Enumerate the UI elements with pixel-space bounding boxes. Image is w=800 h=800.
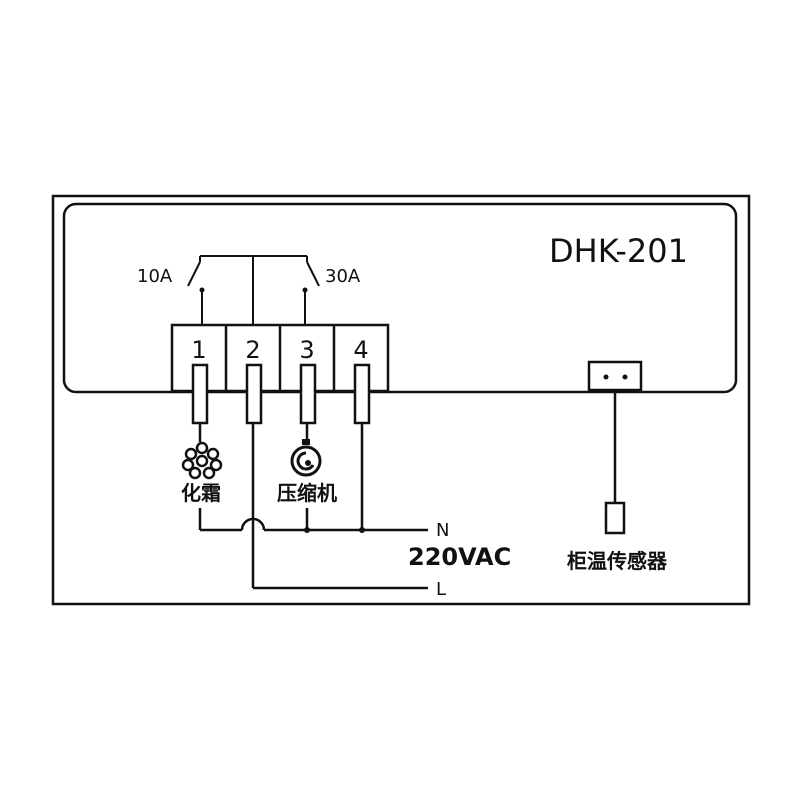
- relay-30a-label: 30A: [325, 266, 361, 287]
- terminal-4-label: 4: [353, 336, 368, 364]
- terminal-2-label: 2: [245, 336, 260, 364]
- line-wiring: [251, 423, 428, 590]
- terminal-block: [170, 323, 390, 393]
- relay-10a-label: 10A: [137, 266, 173, 287]
- neutral-label: N: [436, 520, 449, 541]
- relay-contacts: [187, 255, 320, 325]
- compressor-motor-icon: [290, 439, 322, 477]
- sensor-label: 柜温传感器: [567, 549, 668, 573]
- compressor-label: 压缩机: [277, 481, 337, 505]
- snowflake-heater-icon: [181, 441, 223, 480]
- outer-frame: [51, 194, 751, 606]
- model-label: DHK-201: [549, 232, 688, 270]
- controller-body: [62, 202, 738, 394]
- defrost-label: 化霜: [181, 481, 221, 505]
- terminal-1-label: 1: [191, 336, 206, 364]
- neutral-wiring: [198, 423, 428, 533]
- voltage-label: 220VAC: [408, 543, 511, 571]
- terminal-3-label: 3: [299, 336, 314, 364]
- sensor-connector: [587, 360, 643, 503]
- sensor-probe: [604, 501, 626, 535]
- line-label: L: [436, 579, 446, 600]
